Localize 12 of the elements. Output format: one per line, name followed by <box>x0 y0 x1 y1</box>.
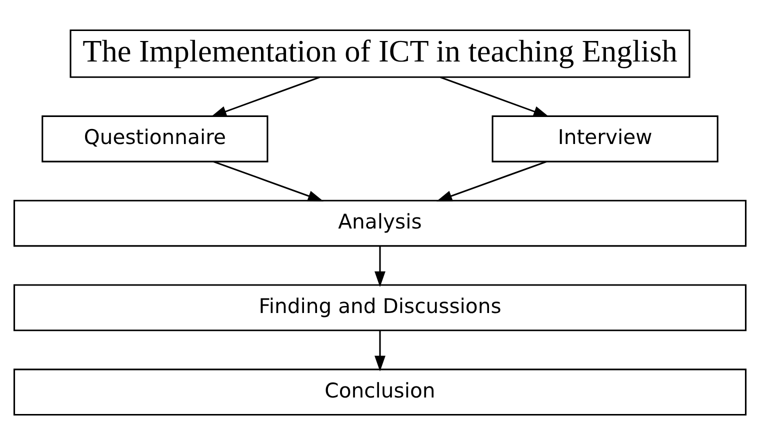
arrow <box>213 160 324 201</box>
arrow <box>374 246 386 286</box>
arrow <box>436 160 547 201</box>
node-box: Questionnaire <box>42 114 268 162</box>
arrow <box>374 330 386 371</box>
node-box: Finding and Discussions <box>13 284 747 331</box>
node-box: The Implementation of ICT in teaching English <box>70 28 690 78</box>
node-box: Interview <box>492 114 718 162</box>
arrow <box>210 76 320 116</box>
node-box: Analysis <box>13 199 747 246</box>
node-box: Conclusion <box>13 368 747 416</box>
arrow <box>440 76 550 116</box>
